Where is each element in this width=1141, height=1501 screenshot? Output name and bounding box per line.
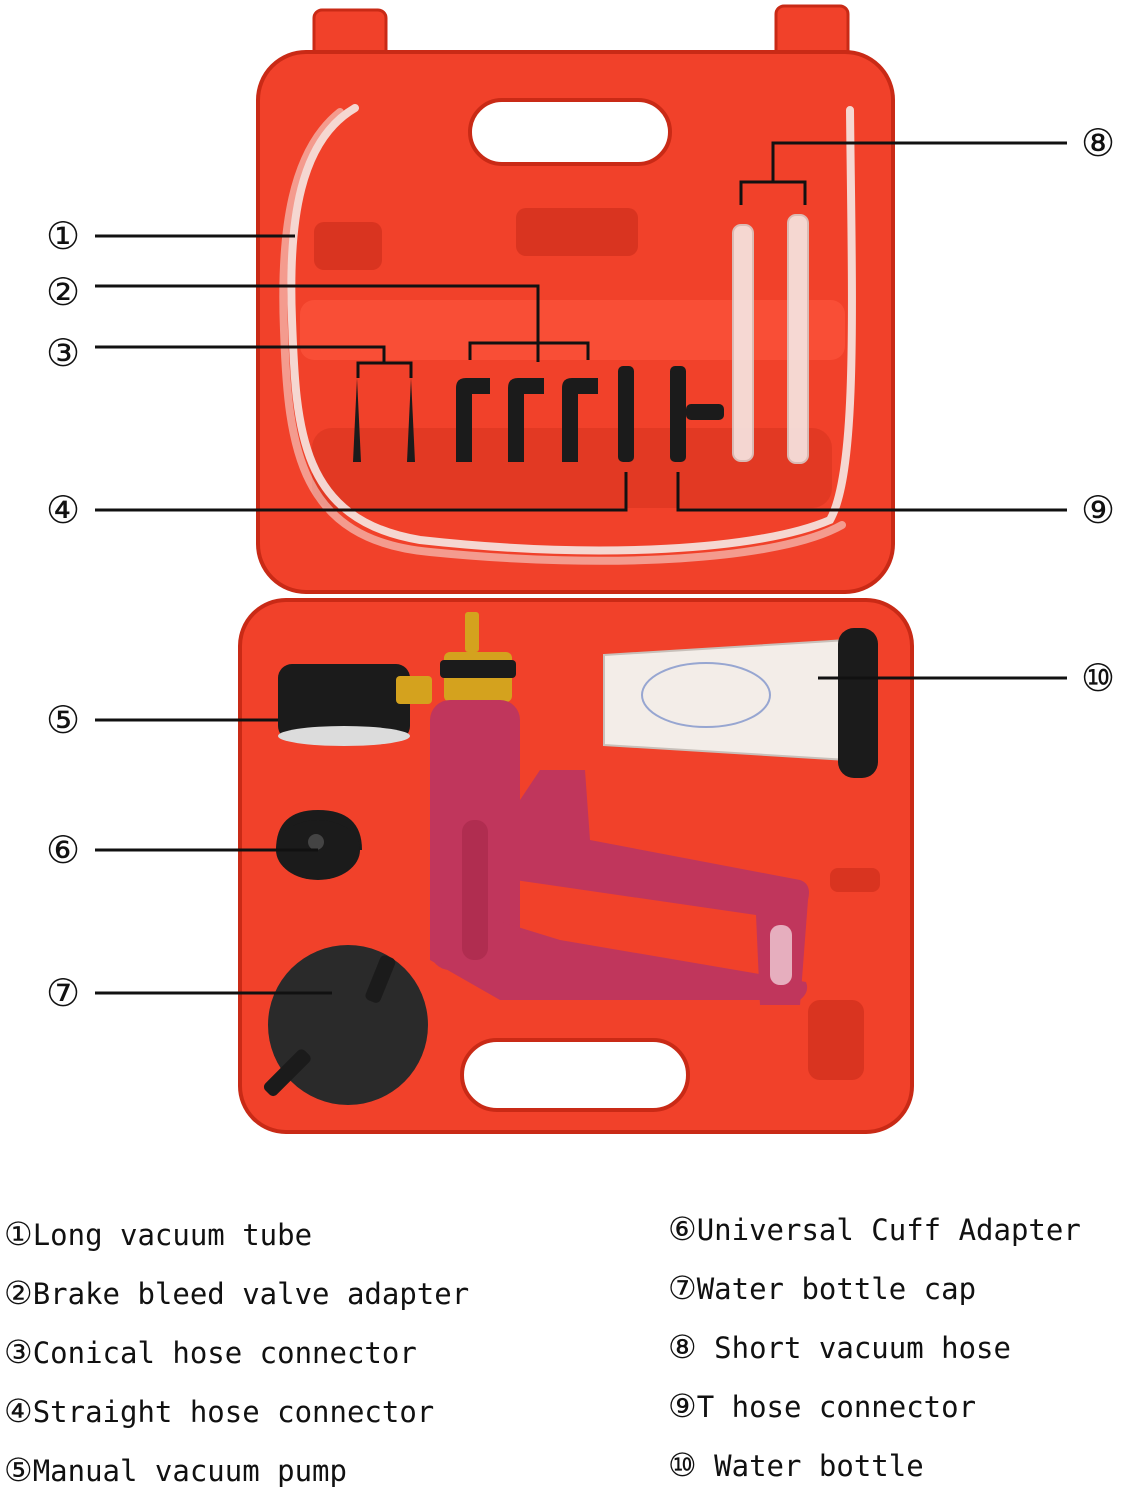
legend-item: ⑧ Short vacuum hose (668, 1318, 1081, 1377)
callout-6: ⑥ (45, 828, 81, 872)
legend-item: ⑤Manual vacuum pump (4, 1441, 469, 1500)
legend-item: ⑩ Water bottle (668, 1436, 1081, 1495)
hand-pump (430, 700, 809, 1005)
callout-5: ⑤ (45, 698, 81, 742)
product-photo: ① ② ③ ④ ⑤ ⑥ ⑦ ⑧ ⑨ ⑩ (45, 4, 1116, 1134)
lid-recess-1 (314, 222, 382, 270)
legend-text: T hose connector (696, 1390, 977, 1424)
legend-text: Brake bleed valve adapter (32, 1277, 470, 1311)
bleed-valve-adapters (456, 378, 598, 462)
base-recess-2 (808, 1000, 864, 1080)
legend-number: ⑦ (668, 1269, 697, 1307)
lid-tray (312, 428, 832, 508)
legend-number: ⑨ (668, 1387, 697, 1425)
conical-connectors (353, 378, 415, 462)
legend-text: Manual vacuum pump (32, 1454, 347, 1488)
legend-number: ⑥ (668, 1210, 697, 1248)
short-vacuum-hoses (732, 214, 809, 464)
legend-number: ⑩ (668, 1446, 697, 1484)
t-connector (670, 366, 724, 462)
callout-3: ③ (45, 331, 81, 375)
case-lid (256, 4, 895, 594)
lid-recess-2 (516, 208, 638, 256)
legend-number: ⑤ (4, 1451, 33, 1489)
legend-text: Conical hose connector (32, 1336, 417, 1370)
callout-10: ⑩ (1080, 656, 1116, 700)
handle-top (468, 98, 672, 166)
legend-item: ⑨T hose connector (668, 1377, 1081, 1436)
base-recess-1 (830, 868, 880, 892)
legend-number: ② (4, 1274, 33, 1312)
legend-item: ③Conical hose connector (4, 1323, 469, 1382)
legend-number: ⑧ (668, 1328, 697, 1366)
vacuum-gauge (278, 664, 432, 746)
parts-legend: ①Long vacuum tube ②Brake bleed valve ada… (0, 1205, 1141, 1500)
legend-number: ① (4, 1215, 33, 1253)
legend-text: Short vacuum hose (696, 1331, 1011, 1365)
callout-9: ⑨ (1080, 488, 1116, 532)
pump-head (440, 612, 516, 702)
legend-item: ⑥Universal Cuff Adapter (668, 1200, 1081, 1259)
legend-text: Water bottle (696, 1449, 924, 1483)
legend-item: ⑦Water bottle cap (668, 1259, 1081, 1318)
legend-number: ④ (4, 1392, 33, 1430)
water-bottle (603, 628, 878, 778)
straight-connector (618, 366, 634, 462)
legend-number: ③ (4, 1333, 33, 1371)
legend-item: ②Brake bleed valve adapter (4, 1264, 469, 1323)
handle-bottom (460, 1038, 690, 1112)
toolkit-illustration (95, 4, 1067, 1134)
legend-item: ①Long vacuum tube (4, 1205, 469, 1264)
callout-8: ⑧ (1080, 121, 1116, 165)
legend-text: Universal Cuff Adapter (696, 1213, 1081, 1247)
universal-cuff-adapter (276, 810, 362, 880)
callout-2: ② (45, 270, 81, 314)
callout-leaders (95, 141, 1067, 995)
legend-text: Long vacuum tube (32, 1218, 313, 1252)
legend-item: ④Straight hose connector (4, 1382, 469, 1441)
legend-left-column: ①Long vacuum tube ②Brake bleed valve ada… (4, 1205, 469, 1500)
lid-recess-3 (300, 300, 845, 360)
callout-1: ① (45, 214, 81, 258)
legend-right-column: ⑥Universal Cuff Adapter ⑦Water bottle ca… (668, 1200, 1081, 1495)
callout-7: ⑦ (45, 971, 81, 1015)
water-bottle-cap (263, 945, 428, 1105)
legend-text: Water bottle cap (696, 1272, 977, 1306)
legend-text: Straight hose connector (32, 1395, 435, 1429)
callout-4: ④ (45, 488, 81, 532)
